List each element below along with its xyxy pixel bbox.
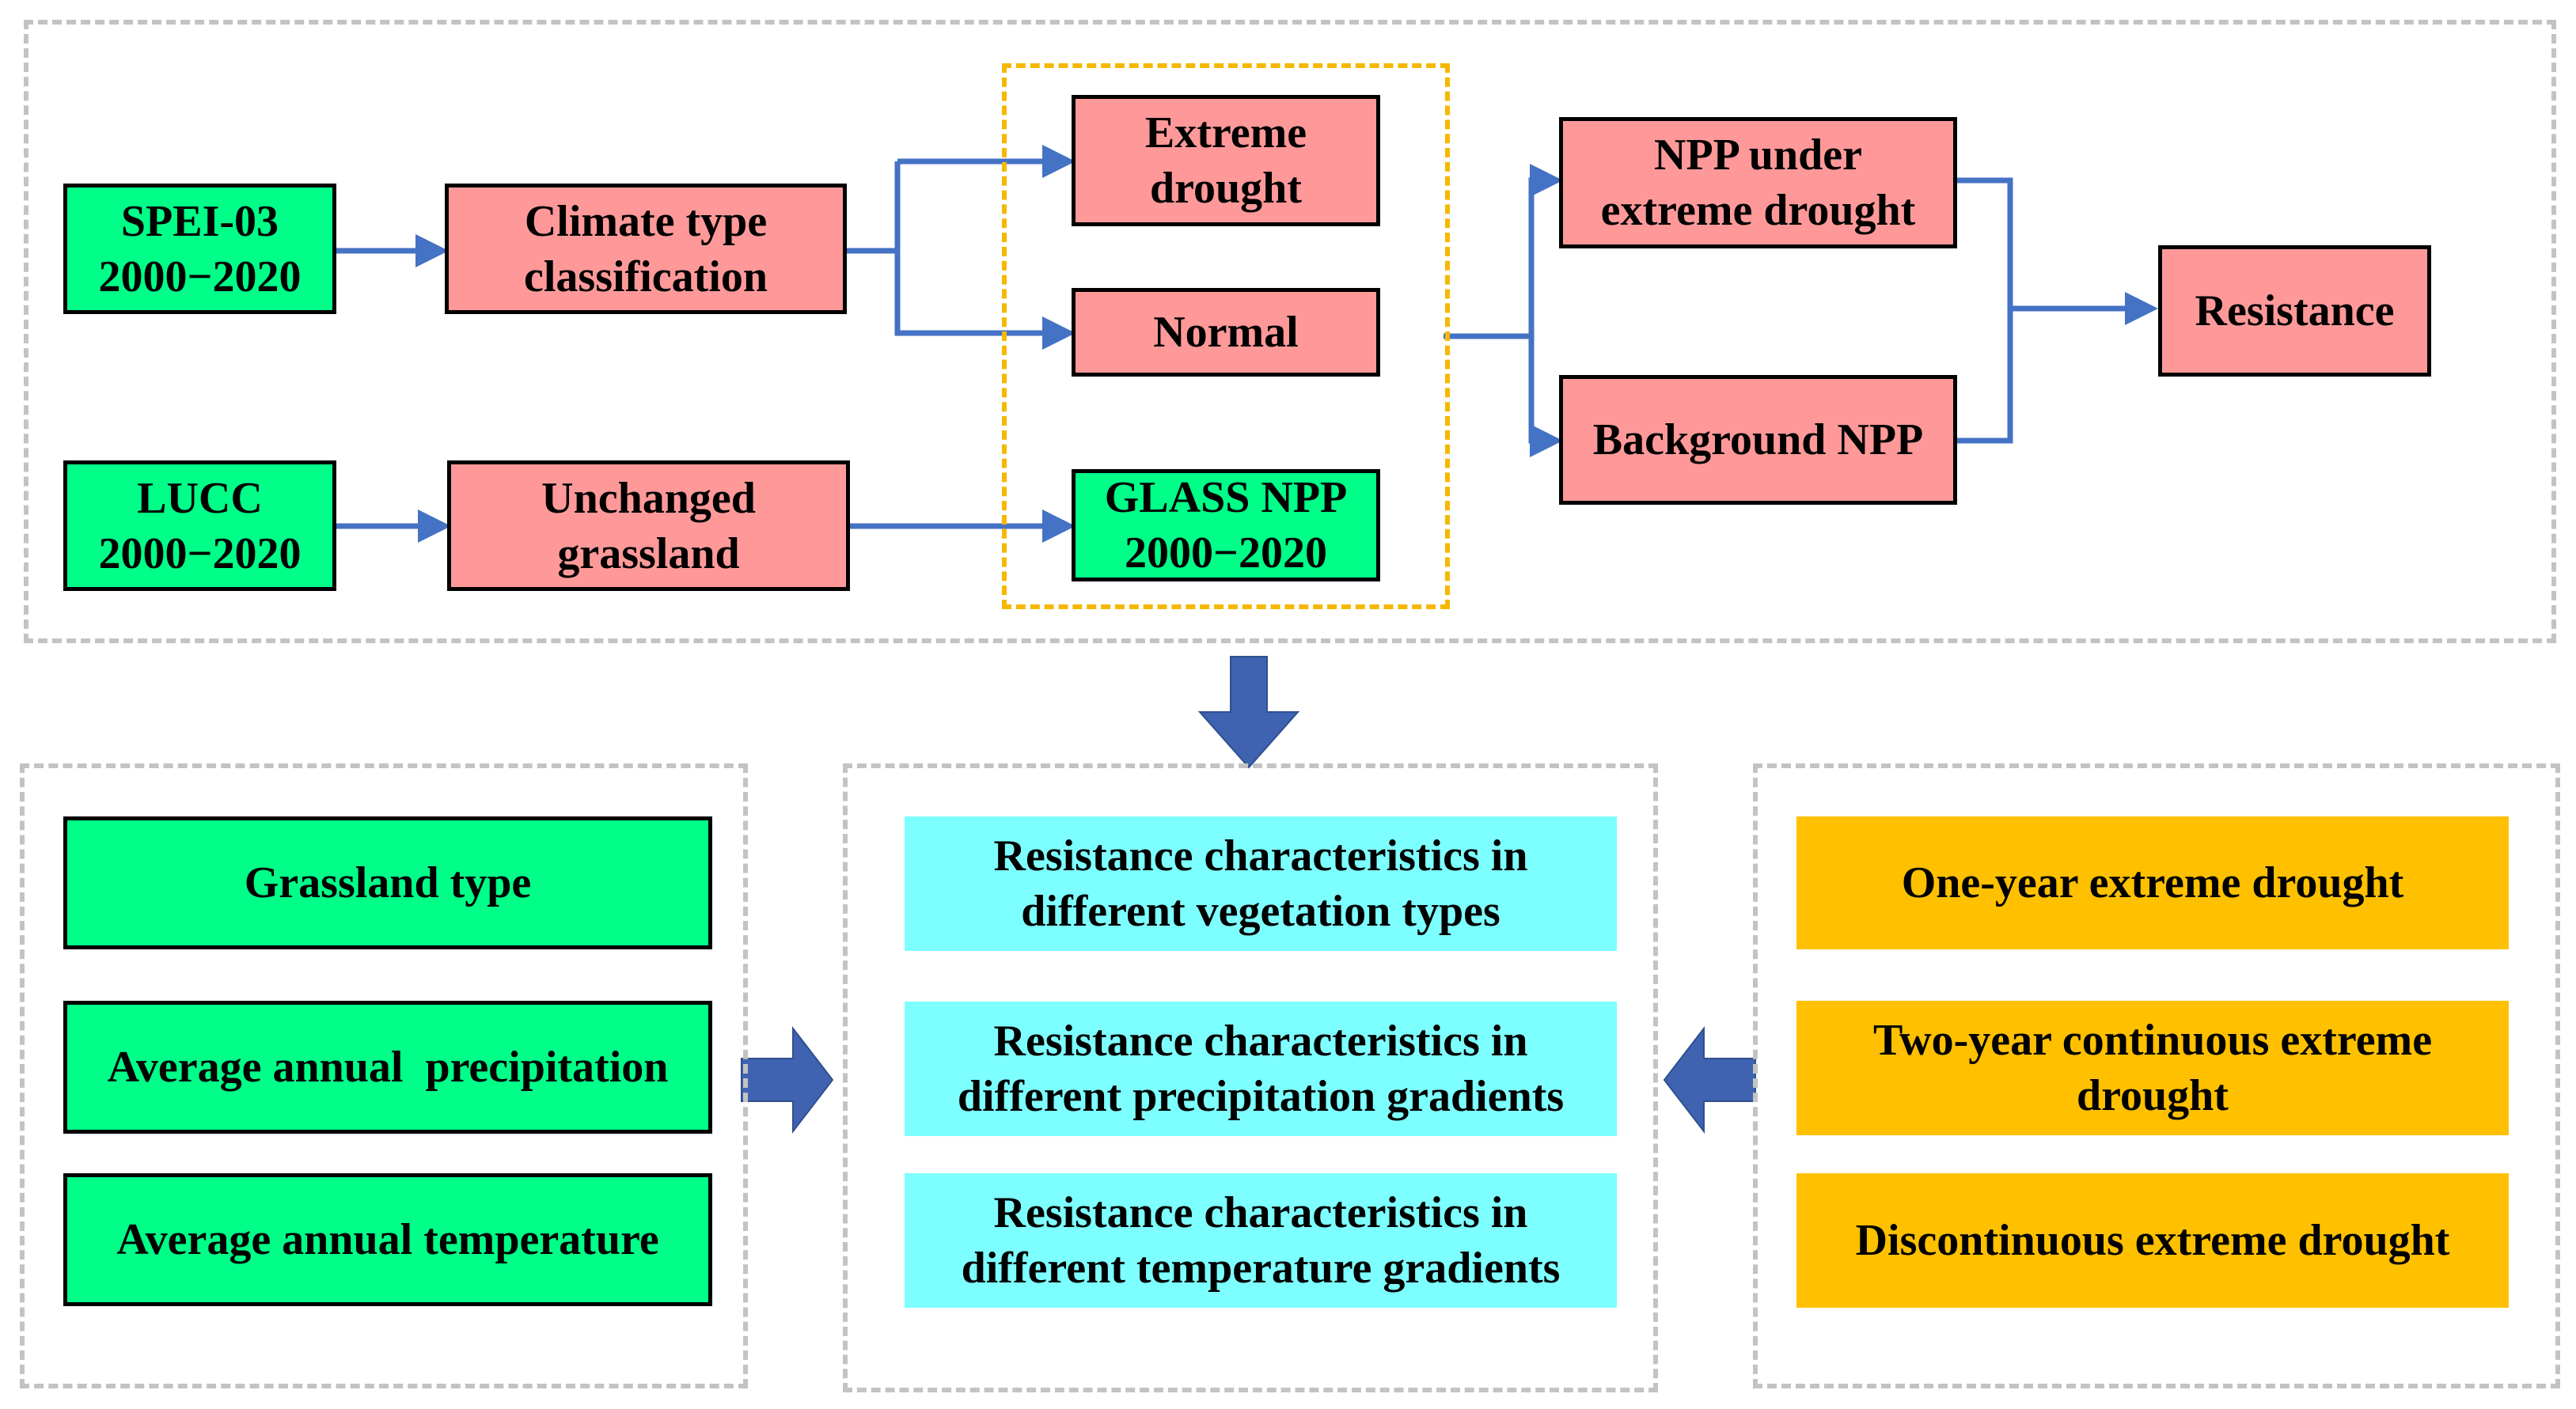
climate-line2: classification bbox=[524, 252, 768, 301]
result-line2: different vegetation types bbox=[1021, 887, 1500, 936]
factor-temperature: Average annual temperature bbox=[63, 1173, 712, 1306]
spei-years: 2000−2020 bbox=[98, 252, 302, 301]
unchanged-line1: Unchanged bbox=[541, 473, 756, 523]
factor-label: Grassland type bbox=[244, 858, 532, 907]
factor-label: Average annual temperature bbox=[116, 1215, 659, 1264]
result-line1: Resistance characteristics in bbox=[993, 831, 1528, 881]
factor-frame bbox=[20, 763, 748, 1388]
resistance-label: Resistance bbox=[2195, 286, 2395, 335]
result-vegetation-types: Resistance characteristics in different v… bbox=[905, 816, 1617, 951]
block-arrow-right bbox=[741, 1026, 834, 1134]
arrow-to-background-npp bbox=[1528, 336, 1563, 457]
drought-discontinuous: Discontinuous extreme drought bbox=[1796, 1173, 2509, 1308]
background-npp-label: Background NPP bbox=[1592, 415, 1924, 464]
background-npp-box: Background NPP bbox=[1559, 375, 1957, 505]
extreme-drought-box: Extreme drought bbox=[1072, 95, 1380, 226]
resistance-box: Resistance bbox=[2158, 245, 2431, 377]
glass-npp-box: GLASS NPP 2000−2020 bbox=[1072, 469, 1380, 581]
top-process-frame bbox=[24, 20, 2556, 643]
result-frame bbox=[843, 763, 1658, 1392]
drought-line1: Two-year continuous extreme bbox=[1872, 1016, 2433, 1065]
result-line1: Resistance characteristics in bbox=[993, 1188, 1528, 1237]
spei-box: SPEI-03 2000−2020 bbox=[63, 184, 336, 314]
spei-label: SPEI-03 bbox=[120, 196, 279, 246]
block-arrow-left bbox=[1663, 1026, 1756, 1134]
unchanged-line2: grassland bbox=[557, 528, 740, 578]
result-line2: different temperature gradients bbox=[961, 1244, 1561, 1293]
result-precipitation-gradients: Resistance characteristics in different p… bbox=[905, 1002, 1617, 1136]
drought-line2: drought bbox=[2077, 1071, 2229, 1120]
climate-classification-box: Climate type classification bbox=[445, 184, 847, 314]
normal-box: Normal bbox=[1072, 288, 1380, 377]
extreme-line1: Extreme bbox=[1144, 108, 1307, 157]
normal-label: Normal bbox=[1153, 308, 1299, 357]
lucc-label: LUCC bbox=[137, 473, 263, 523]
drought-frame bbox=[1753, 763, 2560, 1388]
factor-label: Average annual precipitation bbox=[107, 1043, 669, 1092]
glass-line2: 2000−2020 bbox=[1125, 528, 1327, 578]
result-temperature-gradients: Resistance characteristics in different t… bbox=[905, 1173, 1617, 1308]
glass-line1: GLASS NPP bbox=[1104, 473, 1348, 522]
arrow-to-npp-extreme bbox=[1528, 164, 1563, 336]
block-arrow-down bbox=[1197, 656, 1300, 769]
npp-extreme-line2: extreme drought bbox=[1600, 186, 1916, 235]
lucc-years: 2000−2020 bbox=[98, 528, 302, 578]
climate-line1: Climate type bbox=[524, 196, 768, 246]
drought-one-year: One-year extreme drought bbox=[1796, 816, 2509, 949]
factor-precipitation: Average annual precipitation bbox=[63, 1001, 712, 1134]
npp-extreme-box: NPP under extreme drought bbox=[1559, 117, 1957, 248]
result-line1: Resistance characteristics in bbox=[993, 1017, 1528, 1066]
result-line2: different precipitation gradients bbox=[957, 1072, 1565, 1121]
arrow-climate-to-normal bbox=[894, 251, 1076, 350]
input-data-frame bbox=[1002, 63, 1450, 609]
extreme-line2: drought bbox=[1150, 164, 1302, 213]
drought-two-year-continuous: Two-year continuous extreme drought bbox=[1796, 1001, 2509, 1135]
drought-label: One-year extreme drought bbox=[1901, 858, 2404, 907]
factor-grassland-type: Grassland type bbox=[63, 816, 712, 949]
npp-extreme-line1: NPP under bbox=[1654, 131, 1862, 180]
drought-label: Discontinuous extreme drought bbox=[1855, 1216, 2450, 1265]
